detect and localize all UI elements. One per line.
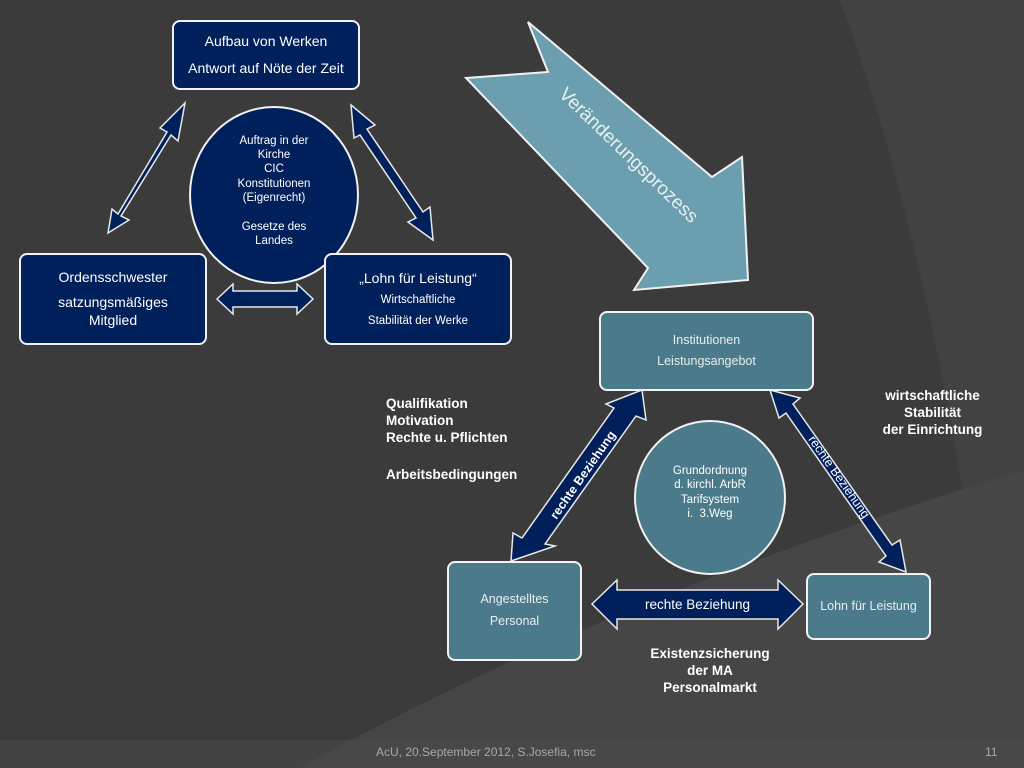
right-box-line2: Wirtschaftliche [380, 294, 456, 307]
lohn-line1: Lohn für Leistung [820, 598, 917, 613]
circle-line: (Eigenrecht) [242, 192, 306, 205]
grundordnung-line: Tarifsystem [680, 493, 740, 506]
note-einrichtung: der Einrichtung [882, 421, 983, 437]
top-box-aufbau: Aufbau von Werken Antwort auf Nöte der Z… [172, 20, 360, 90]
footer-text: AcU, 20.September 2012, S.Josefia, msc [376, 745, 596, 759]
grundordnung-line: Grundordnung [672, 464, 748, 477]
left-box-line2: satzungsmäßiges [58, 294, 168, 311]
note-qualifikation: Qualifikation [386, 396, 468, 411]
left-notes: Qualifikation Motivation Rechte u. Pflic… [386, 396, 517, 484]
right-box-line3: Stabilität der Werke [367, 314, 469, 327]
right-box-lohn: „Lohn für Leistung“ Wirtschaftliche Stab… [324, 253, 512, 345]
note-spacer [386, 447, 517, 467]
note-rechte: Rechte u. Pflichten [386, 429, 508, 445]
bottom-arrow-label: rechte Beziehung [644, 597, 751, 612]
circle-line: Auftrag in der [239, 134, 309, 147]
note-arbeitsbedingungen: Arbeitsbedingungen [386, 466, 518, 482]
top-left-double-arrow [106, 100, 187, 235]
top-horizontal-double-arrow [215, 282, 315, 316]
bottom-top-box-institutionen: Institutionen Leistungsangebot [599, 311, 814, 391]
note-der-ma: der MA [687, 662, 733, 678]
left-box-line3: Mitglied [88, 311, 138, 328]
left-box-ordensschwester: Ordensschwester satzungsmäßiges Mitglied [19, 253, 207, 345]
process-arrow [463, 21, 750, 292]
top-right-double-arrow [350, 103, 434, 242]
institutionen-line1: Institutionen [672, 332, 741, 347]
note-stabilitaet: Stabilität [903, 404, 961, 420]
circle-line: Landes [255, 234, 293, 247]
circle-line: Gesetze des [241, 220, 307, 233]
bottom-notes: Existenzsicherung der MA Personalmarkt [640, 646, 780, 697]
personal-line2: Personal [489, 614, 540, 628]
note-motivation: Motivation [386, 412, 454, 428]
note-wirtschaftliche: wirtschaftliche [885, 388, 980, 403]
personal-line1: Angestelltes [480, 592, 549, 607]
bottom-right-double-arrow [768, 388, 907, 574]
bottom-right-box-lohn: Lohn für Leistung [806, 573, 931, 640]
circle-line: CIC [264, 163, 284, 176]
note-existenzsicherung: Existenzsicherung [650, 646, 770, 661]
note-personalmarkt: Personalmarkt [663, 679, 757, 695]
bottom-horizontal-double-arrow [590, 578, 805, 631]
right-box-line1: „Lohn für Leistung“ [359, 269, 477, 286]
left-box-line1: Ordensschwester [58, 268, 168, 285]
top-box-line2: Antwort auf Nöte der Zeit [188, 59, 344, 76]
grundordnung-line: d. kirchl. ArbR [674, 479, 746, 492]
circle-line: Kirche [257, 149, 291, 162]
right-notes: wirtschaftliche Stabilität der Einrichtu… [870, 388, 995, 439]
bottom-center-circle-grundordnung: Grundordnung d. kirchl. ArbR Tarifsystem… [634, 420, 786, 575]
page-number: 11 [985, 745, 998, 759]
bottom-left-box-personal: Angestelltes Personal [447, 561, 582, 661]
grundordnung-line: i. 3.Weg [687, 507, 733, 520]
institutionen-line2: Leistungsangebot [657, 353, 756, 368]
top-box-line1: Aufbau von Werken [204, 33, 328, 49]
circle-line: Konstitutionen [237, 177, 311, 190]
